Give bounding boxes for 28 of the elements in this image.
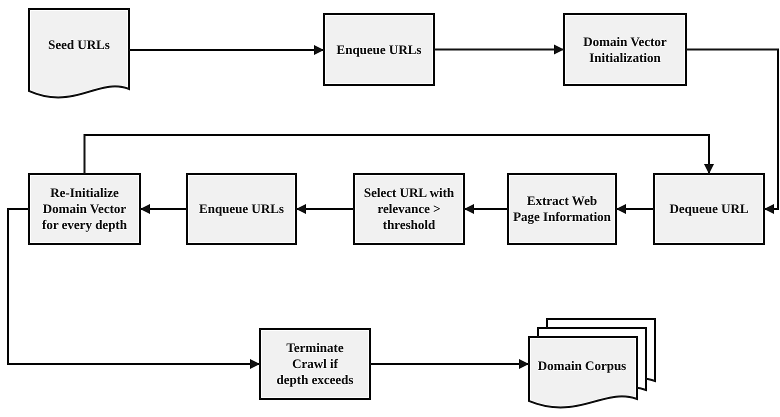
node-label: Domain Corpus	[538, 358, 626, 374]
node-label: Dequeue URL	[669, 201, 749, 217]
node-label: Select URL with relevance > threshold	[362, 185, 456, 233]
node-label: Domain Vector Initialization	[582, 34, 668, 66]
arrow	[130, 45, 324, 55]
arrow	[616, 204, 653, 214]
process-box	[507, 173, 617, 245]
arrow	[140, 204, 186, 214]
arrow	[7, 208, 260, 369]
node-label: Enqueue URLs	[336, 42, 422, 58]
arrow	[84, 134, 714, 174]
process-box	[353, 173, 465, 245]
node-label: Terminate Crawl if depth exceeds	[276, 340, 354, 388]
process-box	[259, 328, 371, 400]
process-box	[323, 13, 435, 86]
process-box	[563, 13, 687, 86]
node-label: Seed URLs	[48, 37, 110, 53]
node-label: Extract Web Page Information	[513, 193, 611, 225]
arrow	[687, 48, 779, 214]
process-box	[28, 173, 141, 245]
node-label: Enqueue URLs	[199, 201, 284, 217]
arrow	[296, 204, 353, 214]
arrow	[371, 359, 529, 369]
arrow	[435, 44, 564, 54]
arrow	[464, 204, 507, 214]
node-label: Re-Initialize Domain Vector for every depth	[41, 185, 128, 233]
process-box	[186, 173, 297, 245]
process-box	[653, 173, 765, 245]
